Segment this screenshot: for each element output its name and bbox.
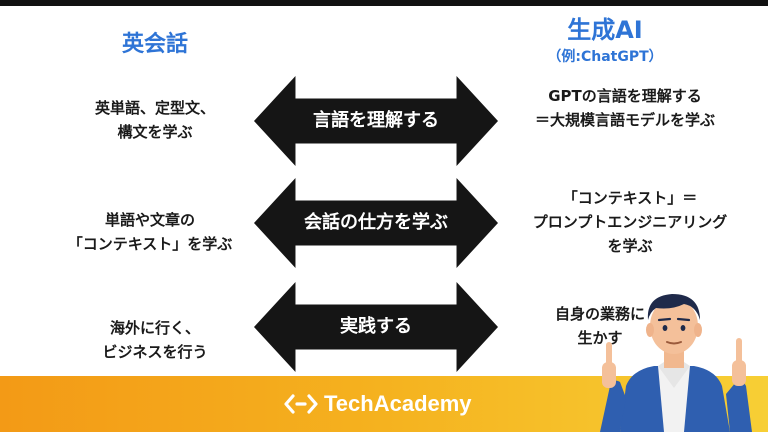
right-row-3-line-2: 生かす (577, 329, 623, 347)
right-row-2: 「コンテキスト」＝ プロンプトエンジニアリング を学ぶ (505, 186, 755, 258)
left-heading: 英会話 (121, 32, 188, 57)
arrow-label-3: 実践する (340, 316, 412, 337)
right-row-3: 自身の業務に 生かす (500, 302, 700, 350)
right-subheading: （例:ChatGPT） (547, 49, 663, 65)
right-row-3-line-1: 自身の業務に (554, 305, 645, 323)
right-row-2-line-2: プロンプトエンジニアリング (532, 213, 728, 231)
left-row-3: 海外に行く、 ビジネスを行う (40, 316, 270, 364)
left-row-2-line-2: 「コンテキスト」を学ぶ (67, 235, 233, 253)
left-row-1-line-1: 英単語、定型文、 (94, 99, 215, 117)
right-row-1-line-2: ＝大規模言語モデルを学ぶ (534, 111, 715, 129)
left-row-1: 英単語、定型文、 構文を学ぶ (40, 96, 270, 144)
arrow-label-1: 言語を理解する (313, 110, 439, 131)
pointing-man-illustration (600, 294, 752, 432)
top-bar (0, 0, 768, 6)
right-row-2-line-1: 「コンテキスト」＝ (562, 189, 698, 207)
right-row-1: GPTの言語を理解する ＝大規模言語モデルを学ぶ (505, 84, 745, 132)
techacademy-logo: TechAcademy (284, 389, 472, 419)
left-row-2-line-1: 単語や文章の (104, 211, 195, 229)
right-row-1-line-1: GPTの言語を理解する (548, 87, 702, 105)
left-row-2: 単語や文章の 「コンテキスト」を学ぶ (30, 208, 270, 256)
left-row-1-line-2: 構文を学ぶ (117, 123, 193, 141)
brand-name: TechAcademy (324, 391, 472, 416)
right-row-2-line-3: を学ぶ (607, 237, 653, 255)
left-row-3-line-2: ビジネスを行う (102, 343, 208, 361)
arrow-label-2: 会話の仕方を学ぶ (304, 212, 448, 233)
code-brackets-icon (284, 394, 318, 414)
right-heading: 生成AI (567, 16, 643, 44)
left-row-3-line-1: 海外に行く、 (109, 319, 200, 337)
